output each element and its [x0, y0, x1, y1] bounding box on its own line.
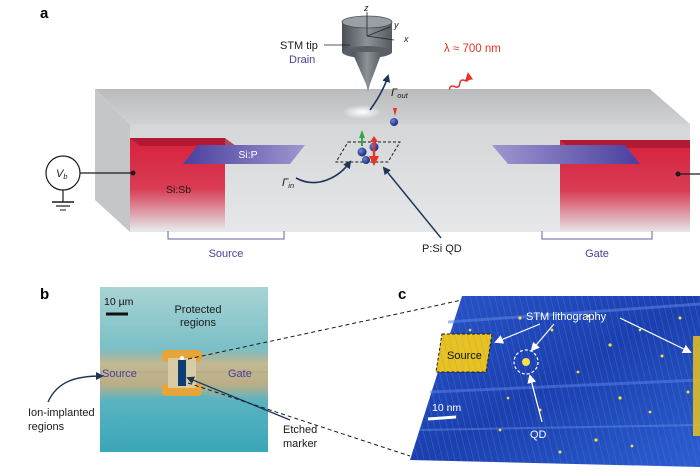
- stm-lithography-label: STM lithography: [526, 311, 607, 323]
- psi-qd-label: P:Si QD: [422, 243, 462, 255]
- qd-label: QD: [530, 429, 547, 441]
- etched-marker-line1: Etched: [283, 424, 317, 436]
- panel-c: c Source QD STM lithography: [398, 286, 700, 467]
- axis-x-label: x: [403, 34, 409, 44]
- stm-tip-label: STM tip: [280, 40, 318, 52]
- tunneling-atom: [390, 118, 398, 126]
- etched-marker-arrow: [186, 376, 291, 421]
- axis-y-label: y: [393, 20, 399, 30]
- panel-a-letter: a: [40, 5, 49, 22]
- litho-arrow-source: [494, 323, 541, 344]
- si-p-lead-gate: [492, 145, 640, 164]
- gamma-out-arrow: [369, 74, 391, 111]
- scale-bar-c: [427, 415, 457, 421]
- zoom-line-bottom: [187, 382, 411, 457]
- gate-region-c: [693, 336, 700, 436]
- y-axis: [366, 26, 391, 37]
- surface-adatoms: [468, 314, 690, 454]
- qd-atom-1: [357, 147, 367, 157]
- panel-b-letter: b: [40, 286, 49, 303]
- vb-label: Vb: [56, 168, 68, 181]
- quantum-dot-box: [335, 141, 401, 163]
- source-bracket: [167, 231, 285, 240]
- si-sb-label: Si:Sb: [166, 184, 191, 196]
- panel-b: b 10 µm Protected regions Source Gate Io…: [28, 286, 318, 452]
- scale-bar-b-label: 10 µm: [104, 296, 134, 308]
- drain-label: Drain: [289, 54, 315, 66]
- scale-bar-c-label: 10 nm: [432, 402, 461, 414]
- litho-arrow-qd: [530, 323, 555, 352]
- si-p-lead-source: [183, 145, 305, 164]
- axis-z-label: z: [363, 3, 369, 13]
- qd-pointer-arrow: [382, 166, 442, 239]
- gamma-out-label: Γout: [391, 87, 409, 100]
- panel-c-letter: c: [398, 286, 406, 303]
- panel-a: a Si:P Si:Sb z x y STM tip: [40, 3, 700, 260]
- photon-wave-icon: [448, 72, 474, 90]
- gamma-in-arrow: [295, 160, 352, 184]
- protected-regions-line1: Protected: [174, 304, 221, 316]
- etched-marker-shape: [178, 360, 186, 386]
- ion-implanted-line2: regions: [28, 421, 65, 433]
- substrate-side-face: [95, 89, 130, 232]
- gate-label-a: Gate: [585, 248, 609, 260]
- spin-down-red-icon: [369, 156, 379, 166]
- qd-atom-3: [362, 156, 370, 164]
- wavelength-label: λ ≈ 700 nm: [444, 43, 501, 55]
- source-label-a: Source: [209, 248, 244, 260]
- gamma-in-label: Γin: [282, 177, 294, 190]
- qd-circle: [513, 349, 539, 375]
- source-label-b: Source: [102, 368, 137, 380]
- si-p-label: Si:P: [238, 149, 257, 161]
- gate-bracket: [541, 231, 653, 240]
- zoom-line-top: [187, 299, 463, 360]
- spin-up-green-icon: [359, 130, 365, 138]
- gate-label-b: Gate: [228, 368, 252, 380]
- litho-arrow-gate: [619, 317, 692, 353]
- qd-dot: [522, 358, 530, 366]
- x-axis: [366, 35, 395, 41]
- qd-arrow: [527, 374, 543, 423]
- stm-tip: [341, 15, 393, 92]
- substrate-top-face: [95, 89, 690, 124]
- source-label-c: Source: [447, 350, 482, 362]
- ion-implanted-line1: Ion-implanted: [28, 407, 95, 419]
- protected-regions-line2: regions: [180, 317, 217, 329]
- etched-marker-line2: marker: [283, 438, 318, 450]
- ion-implanted-arrow: [47, 372, 104, 403]
- tip-surface-spot: [342, 105, 382, 119]
